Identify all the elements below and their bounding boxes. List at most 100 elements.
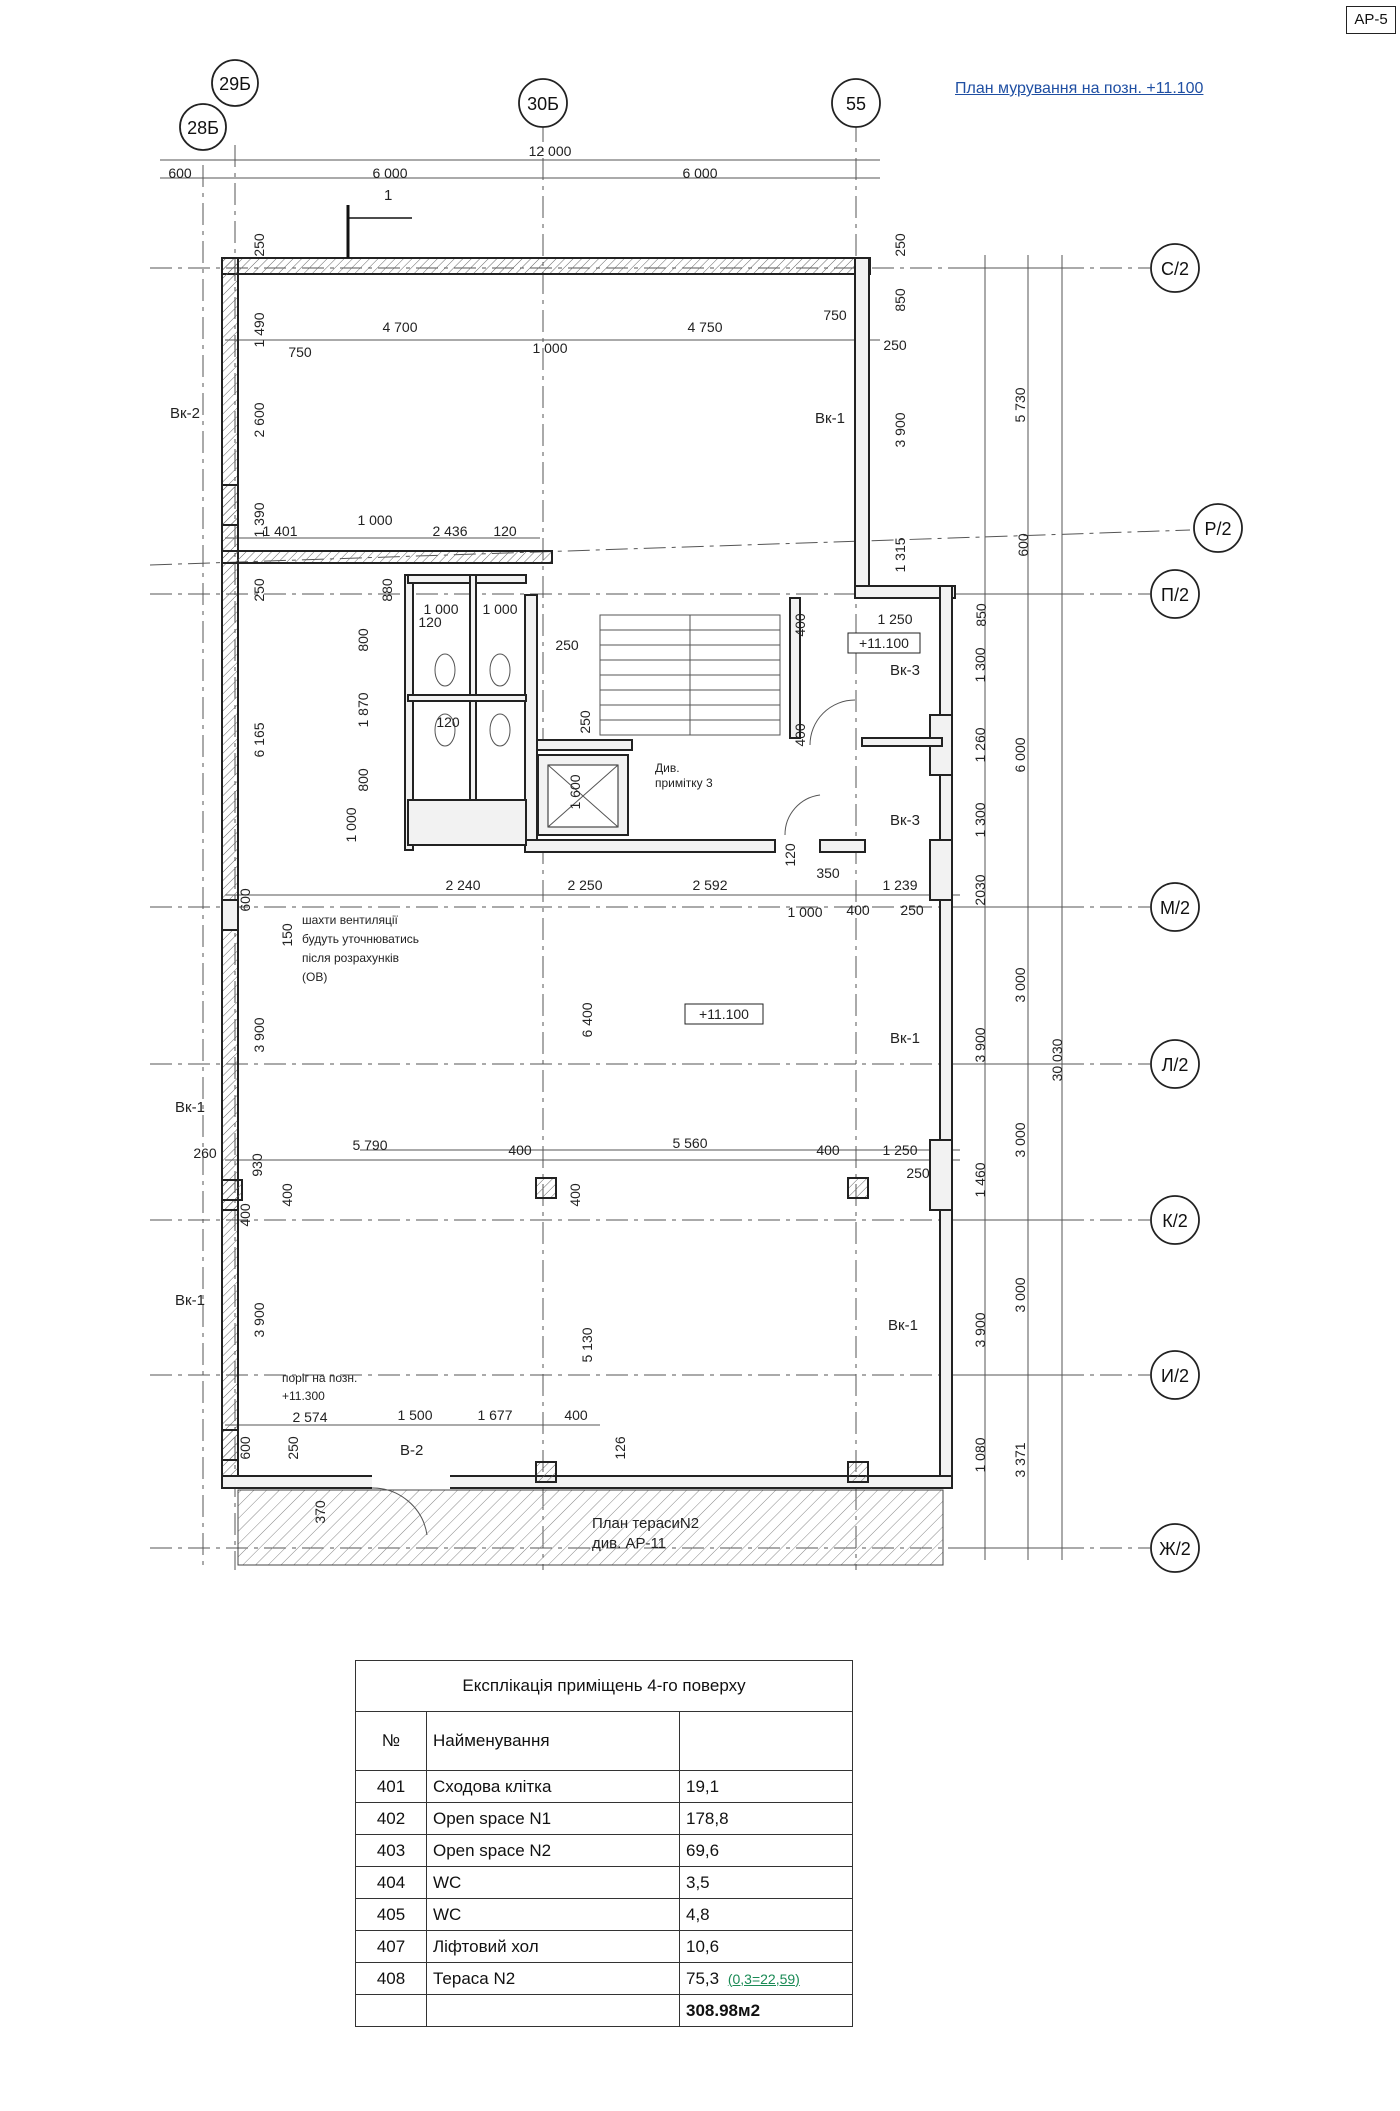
dim-v-1300b: 1 300 [972,802,988,837]
row-number: 408 [355,1962,427,1995]
row-number: 403 [355,1834,427,1867]
dim-right-e: 3 000 [1012,1277,1028,1312]
dim-col-c: 5 560 [672,1135,707,1151]
dim-right-d: 3 000 [1012,1122,1028,1157]
row-name: Open space N2 [426,1834,680,1867]
dim-top-right: 6 000 [682,165,717,181]
level-mark-main: +11.100 [699,1006,749,1022]
svg-text:К/2: К/2 [1162,1211,1188,1231]
table-row: 405 WC 4,8 [355,1898,853,1931]
threshold-note-line2: +11.300 [282,1389,325,1403]
dim-v-600-mid: 600 [237,888,253,912]
wc-block [407,574,527,846]
dim-v-3900b: 3 900 [251,1302,267,1337]
dim-row2-b: 1 000 [357,512,392,528]
col-header-number: № [355,1711,427,1771]
dim-v-400-left: 400 [279,1183,295,1207]
masonry-plan-link[interactable]: План мурування на позн. +11.100 [955,80,1204,97]
terrace-note-line2: див. АР-11 [592,1535,666,1552]
row-area-cell: 75,3 (0,3=22,59) [679,1962,853,1995]
row-area: 69,6 [679,1834,853,1867]
dim-v-850: 850 [892,288,908,312]
axis-bubble-r2: Р/2 [1193,503,1243,553]
dim-260: 260 [193,1145,217,1161]
svg-text:И/2: И/2 [1161,1366,1189,1386]
svg-text:Ж/2: Ж/2 [1159,1539,1191,1559]
dim-mid-b: 2 250 [567,877,602,893]
dim-v-1870: 1 870 [355,692,371,727]
dim-v-850b: 850 [973,603,989,627]
dim-bot-a: 2 574 [292,1409,327,1425]
label-vk3-a: Вк-3 [890,662,920,679]
axis-bubble-k2: К/2 [1150,1195,1200,1245]
dim-mid-f: 1 000 [787,904,822,920]
vent-note-line1: шахти вентиляції [302,913,398,927]
axis-bubble-p2: П/2 [1150,569,1200,619]
col-header-area [679,1711,853,1771]
dim-v-250-left: 250 [251,578,267,602]
axis-bubble-l2: Л/2 [1150,1039,1200,1089]
dim-v-600-bot: 600 [237,1436,253,1460]
dim-row2-a: 1 401 [262,523,297,539]
dim-v-400: 400 [792,613,808,637]
horizontal-grid-lines [149,267,1191,1549]
sheet-number-tag: АР-5 [1346,6,1396,34]
label-vk3-b: Вк-3 [890,812,920,829]
dim-v-1600: 1 600 [567,774,583,809]
table-row: 407 Ліфтовий хол 10,6 [355,1930,853,1963]
dim-mid-h: 250 [900,902,924,918]
axis-bubble-28b: 28Б [179,103,227,151]
svg-text:29Б: 29Б [219,74,251,94]
dim-bot-b: 1 500 [397,1407,432,1423]
row-number: 402 [355,1802,427,1835]
axis-bubble-29b: 29Б [211,59,259,107]
row-area: 10,6 [679,1930,853,1963]
total-empty-cell [355,1994,427,2027]
dim-row2-d: 120 [493,523,517,539]
dim-v-1390: 1 390 [251,502,267,537]
dim-bot-c: 1 677 [477,1407,512,1423]
dim-north-left-edge: 750 [288,344,312,360]
table-row: 401 Сходова клітка 19,1 [355,1770,853,1803]
svg-text:28Б: 28Б [187,118,219,138]
dim-col-e: 1 250 [882,1142,917,1158]
svg-text:С/2: С/2 [1161,259,1189,279]
dim-row2-c: 2 436 [432,523,467,539]
terrace-hatch [237,1489,944,1566]
table-row: 404 WC 3,5 [355,1866,853,1899]
dim-bot-d: 400 [564,1407,588,1423]
dim-v-1460: 1 460 [972,1162,988,1197]
axis-bubble-zh2: Ж/2 [1150,1523,1200,1573]
top-dimension-lines [160,159,960,1426]
table-row: 408 Тераса N2 75,3 (0,3=22,59) [355,1962,853,1995]
dim-v-1000: 1 000 [343,807,359,842]
label-b2: В-2 [400,1442,423,1459]
dim-wc-a: 1 000 [423,601,458,617]
dim-v-3900r2: 3 900 [972,1027,988,1062]
dim-wc-b: 1 000 [482,601,517,617]
table-row: 402 Open space N1 178,8 [355,1802,853,1835]
row-area: 178,8 [679,1802,853,1835]
dim-mid-e: 350 [816,865,840,881]
room-explication-table: Експлікація приміщень 4-го поверху № Най… [355,1660,853,2027]
dim-v-930: 930 [249,1153,265,1177]
axis-bubble-30b: 30Б [518,78,568,128]
dim-v-880: 880 [379,578,395,602]
floor-plan-drawing: 1 28Б 29Б 30Б 55 С/2 Р/2 П/2 М/2 Л/2 К/2 [149,59,1243,1573]
label-vk1-w: Вк-1 [175,1099,205,1116]
row-name: WC [426,1898,680,1931]
dim-v-400-mid: 400 [567,1183,583,1207]
row-area: 3,5 [679,1866,853,1899]
vent-note-line3: після розрахунків [302,951,399,965]
label-vk1-ne: Вк-1 [815,410,845,427]
dim-v-1300a: 1 300 [972,647,988,682]
row-number: 401 [355,1770,427,1803]
section-cut-mark: 1 [346,187,412,258]
vertical-dimension-texts: 1 490 2 600 1 390 6 165 3 900 3 900 6 40… [193,233,1065,1524]
dim-right-b: 6 000 [1012,737,1028,772]
dim-right-a: 5 730 [1012,387,1028,422]
dim-north-right: 4 750 [687,319,722,335]
dim-v-1315: 1 315 [892,537,908,572]
table-total-row: 308.98м2 [355,1994,853,2027]
dim-v-5130: 5 130 [579,1327,595,1362]
